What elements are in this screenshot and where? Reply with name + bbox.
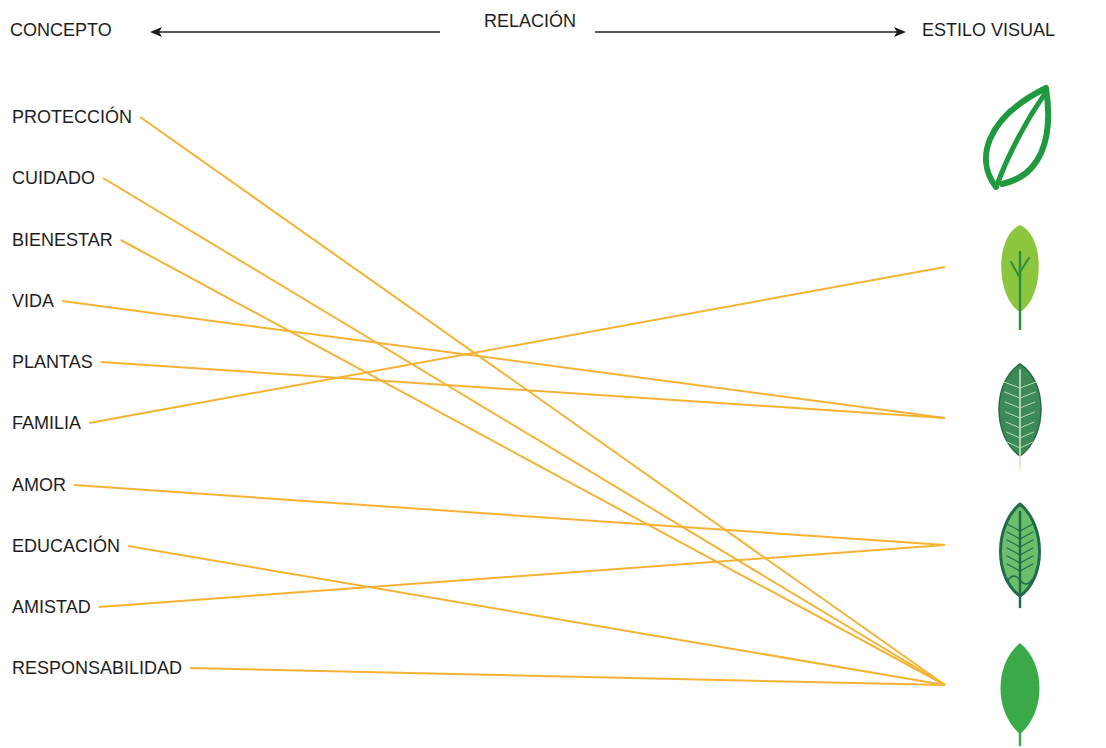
leaf-vein [1011, 258, 1029, 278]
leaf-style [945, 80, 1085, 200]
leaf-outline [986, 88, 1048, 187]
header-label: RELACIÓN [484, 10, 576, 32]
leaf-stem [1019, 370, 1021, 470]
relation-line [103, 178, 945, 685]
leaf-style [945, 350, 1085, 470]
concept-text: EDUCACIÓN [12, 536, 120, 556]
concept-text: CUIDADO [12, 168, 95, 188]
concept-label: VIDA [12, 290, 62, 312]
concept-text: BIENESTAR [12, 230, 113, 250]
concept-label: AMOR [12, 474, 74, 496]
concept-label: PROTECCIÓN [12, 106, 140, 128]
concept-label: BIENESTAR [12, 229, 121, 251]
arrow-line [158, 31, 440, 33]
concept-text: PROTECCIÓN [12, 107, 132, 127]
concept-text: VIDA [12, 291, 54, 311]
header-label: CONCEPTO [10, 19, 112, 41]
header-label: ESTILO VISUAL [922, 19, 1055, 41]
leaf-body [1001, 643, 1040, 734]
leaf-illustration [945, 80, 1085, 200]
leaf-style [945, 210, 1085, 330]
relation-line [128, 546, 945, 685]
concept-text: PLANTAS [12, 352, 93, 372]
leaf-stem [1019, 512, 1022, 607]
relation-line [190, 668, 945, 685]
concept-label: RESPONSABILIDAD [12, 657, 190, 679]
arrow-line [595, 31, 898, 33]
concept-label: AMISTAD [12, 596, 99, 618]
concept-label: FAMILIA [12, 412, 89, 434]
concept-label: PLANTAS [12, 351, 101, 373]
arrow-head [150, 27, 162, 37]
leaf-illustration [945, 350, 1085, 470]
concept-label: CUIDADO [12, 167, 103, 189]
relation-line [99, 545, 945, 607]
relation-line [121, 240, 945, 685]
arrow-head [894, 27, 906, 37]
relation-line [89, 267, 945, 423]
concept-text: RESPONSABILIDAD [12, 658, 182, 678]
leaf-vein [1007, 524, 1033, 571]
leaf-vein [1004, 382, 1036, 448]
leaf-style [945, 628, 1085, 748]
concept-label: EDUCACIÓN [12, 535, 128, 557]
concept-text: AMISTAD [12, 597, 91, 617]
relation-line [74, 485, 945, 545]
leaf-illustration [945, 490, 1085, 610]
leaf-ornament [1008, 576, 1032, 584]
leaf-illustration [945, 628, 1085, 748]
leaf-stem [1019, 728, 1022, 745]
concept-text: FAMILIA [12, 413, 81, 433]
concept-text: AMOR [12, 475, 66, 495]
leaf-style [945, 490, 1085, 610]
leaf-illustration [945, 210, 1085, 330]
relation-line [101, 362, 945, 418]
leaf-vein [996, 92, 1046, 187]
relation-line [62, 301, 945, 418]
leaf-stem [1019, 252, 1022, 330]
